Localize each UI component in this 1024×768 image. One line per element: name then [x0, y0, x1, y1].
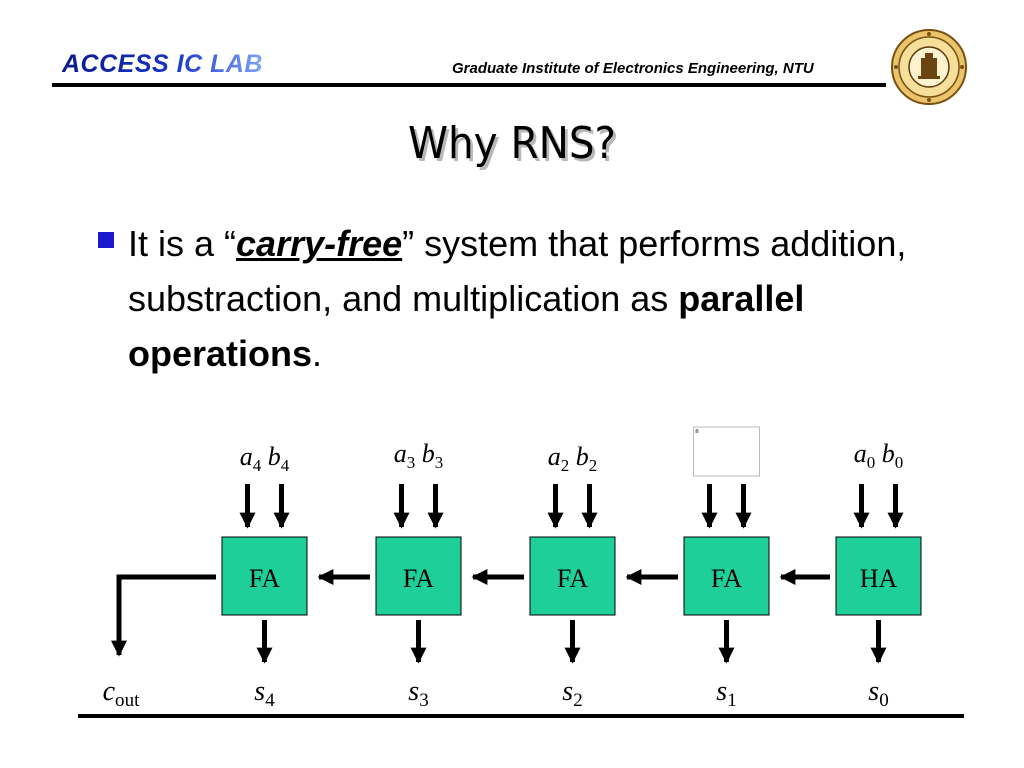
carry-out-label: cout: [103, 676, 140, 711]
adder-label: FA: [557, 564, 589, 593]
lab-brand: ACCESS IC LAB: [62, 50, 263, 78]
bullet-pre: It is a “: [128, 223, 237, 264]
placeholder-image-icon: [695, 429, 699, 433]
bullet-mid: ” system that performs addition, substra…: [128, 223, 907, 319]
sum-label: s3: [408, 676, 428, 711]
adder-label: FA: [711, 564, 743, 593]
input-label: a3 b3: [394, 439, 444, 472]
institute-name: Graduate Institute of Electronics Engine…: [452, 60, 814, 77]
bullet-square-icon: [98, 232, 114, 248]
header-divider: [52, 83, 886, 87]
university-seal-icon: [891, 29, 967, 105]
input-label: a4 b4: [240, 442, 290, 475]
bullet-text: It is a “carry-free” system that perform…: [128, 216, 958, 381]
adder-label: FA: [249, 564, 281, 593]
adder-box: [375, 536, 462, 616]
sum-label: s4: [254, 676, 275, 711]
carry-out-arrow: [110, 574, 216, 657]
adder-label: HA: [860, 564, 898, 593]
sum-label: s0: [868, 676, 888, 711]
carry-free-term: carry-free: [236, 223, 403, 264]
input-label: a0 b0: [854, 439, 904, 472]
adder-box: [835, 536, 922, 616]
adder-box: [221, 536, 308, 616]
bottom-divider: [78, 714, 964, 718]
adder-label: FA: [403, 564, 435, 593]
bullet-post: .: [312, 333, 323, 374]
sum-label: s2: [562, 676, 582, 711]
placeholder-image-frame: [693, 426, 760, 477]
input-label: a2 b2: [548, 442, 598, 475]
adder-box: [529, 536, 616, 616]
adder-box: [683, 536, 770, 616]
parallel-operations-term: parallel operations: [128, 278, 805, 374]
sum-label: s1: [716, 676, 736, 711]
slide-title: Why RNS?: [407, 118, 617, 169]
